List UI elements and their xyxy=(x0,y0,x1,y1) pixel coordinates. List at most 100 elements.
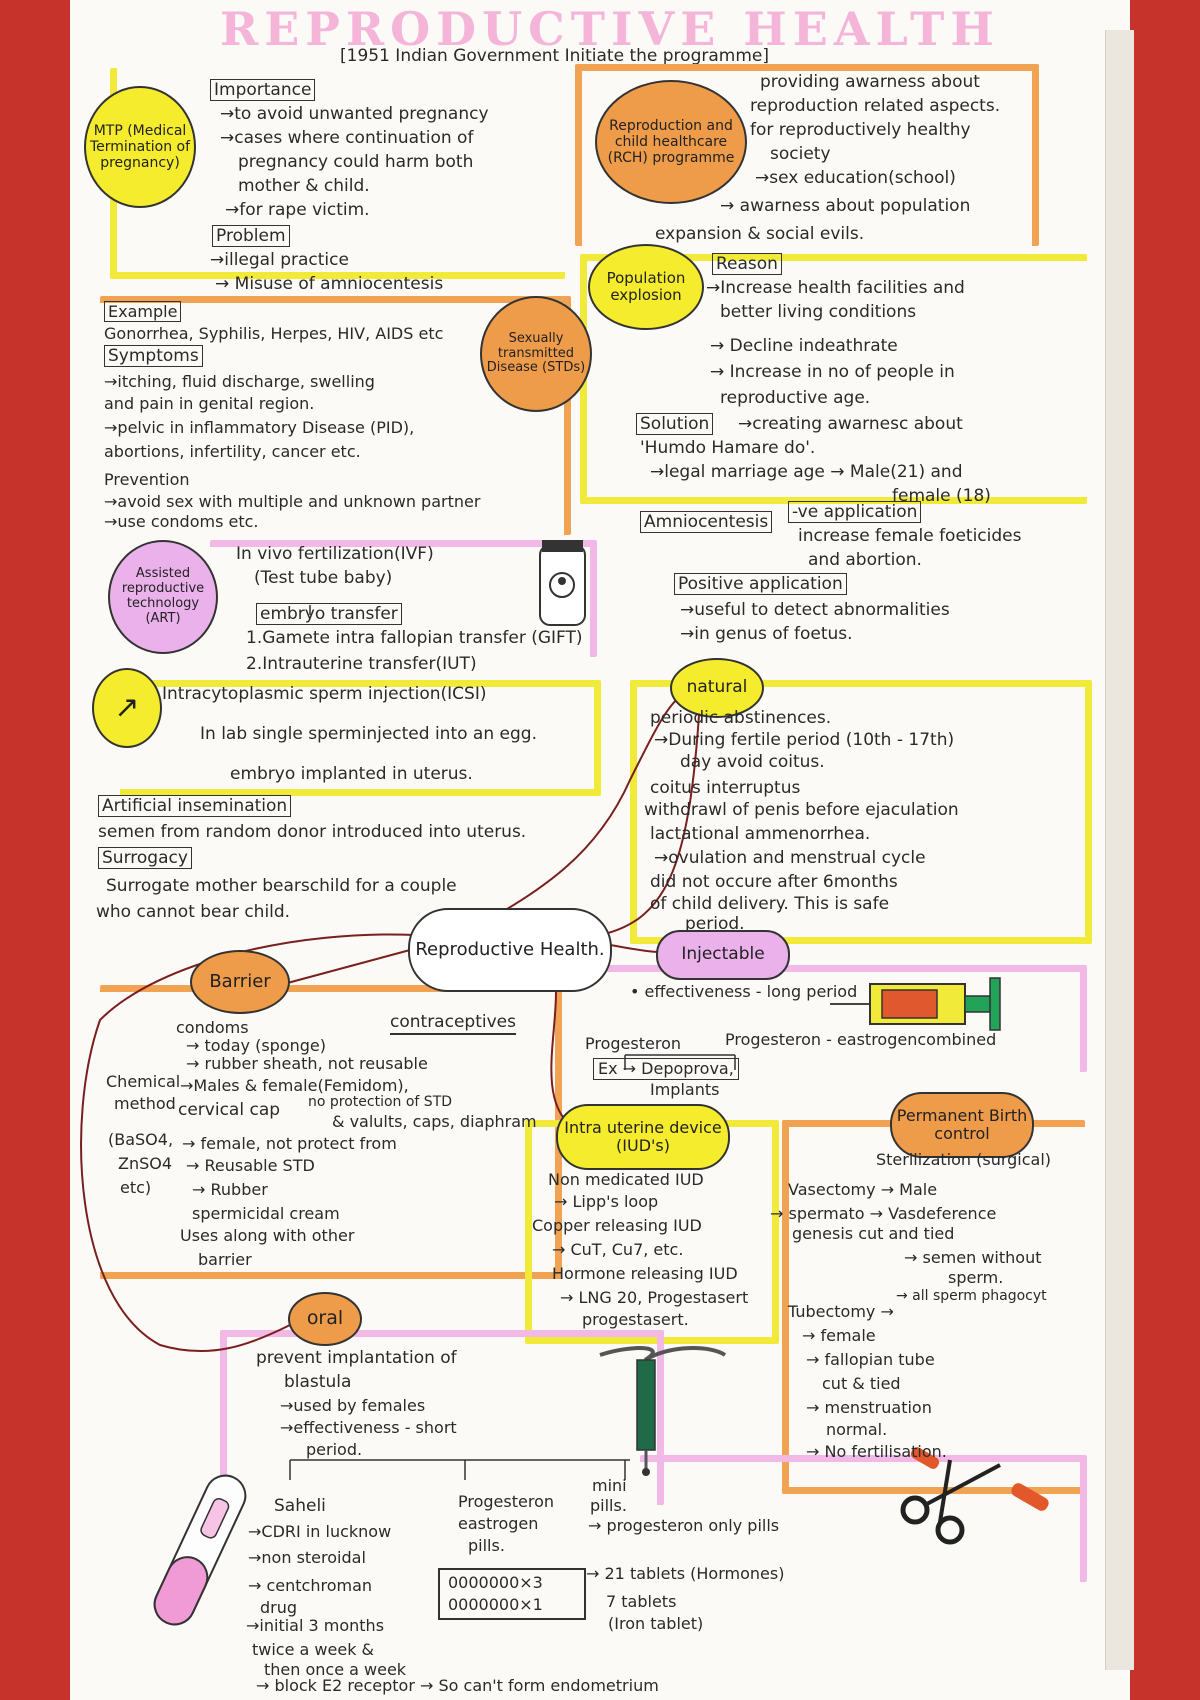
icsi-box xyxy=(120,680,601,796)
population-reason-line: →Increase health facilities and xyxy=(706,278,965,298)
injectable-example: Ex → Depoprova, xyxy=(593,1058,739,1080)
contraceptives-label: contraceptives xyxy=(390,1012,516,1035)
barrier-line: condoms xyxy=(176,1018,249,1037)
chemical-method-line: (BaSO4, xyxy=(108,1130,174,1149)
barrier-line: → today (sponge) xyxy=(186,1036,326,1055)
mtp-importance-line: mother & child. xyxy=(238,176,370,196)
pill-7-tablets: 7 tablets xyxy=(606,1592,677,1611)
art-box xyxy=(210,540,597,657)
permanent-line: sperm. xyxy=(948,1268,1004,1287)
mtp-importance-line: pregnancy could harm both xyxy=(238,152,474,172)
injectable-implants: Implants xyxy=(650,1080,720,1099)
std-box xyxy=(100,296,571,535)
injectable-box xyxy=(570,965,1087,1072)
rch-box xyxy=(575,64,1039,246)
iud-line: Copper releasing IUD xyxy=(532,1216,702,1235)
rch-line: expansion & social evils. xyxy=(655,224,865,244)
chemical-method-line: etc) xyxy=(120,1178,152,1197)
saheli-line: twice a week & xyxy=(252,1640,375,1659)
artificial-insemination-heading: Artificial insemination xyxy=(98,795,292,817)
permanent-line: → menstruation xyxy=(806,1398,932,1417)
oral-line: prevent implantation of xyxy=(256,1348,457,1368)
artificial-insemination-text: semen from random donor introduced into … xyxy=(98,822,527,842)
mini-pill-line: mini xyxy=(592,1476,627,1495)
rch-line: for reproductively healthy xyxy=(750,120,971,140)
art-gift: 1.Gamete intra fallopian transfer (GIFT) xyxy=(246,628,583,648)
pe-pill-line: pills. xyxy=(468,1536,505,1555)
oral-line: period. xyxy=(306,1440,363,1459)
mini-pill-line: pills. xyxy=(590,1496,627,1515)
iud-line: Hormone releasing IUD xyxy=(552,1264,738,1283)
permanent-line: Sterilization (surgical) xyxy=(876,1150,1052,1169)
permanent-line: Vasectomy → Male xyxy=(788,1180,938,1199)
natural-line: coitus interruptus xyxy=(650,778,801,798)
barrier-line: → Rubber xyxy=(192,1180,268,1199)
barrier-line: spermicidal cream xyxy=(192,1204,340,1223)
barrier-line: → rubber sheath, not reusable xyxy=(186,1054,428,1073)
saheli-line: drug xyxy=(260,1598,298,1617)
importance-heading: Importance xyxy=(210,79,316,101)
saheli-line: then once a week xyxy=(264,1660,407,1679)
pe-pill-line: eastrogen xyxy=(458,1514,539,1533)
population-bubble: Population explosion xyxy=(588,244,704,330)
iud-line: → CuT, Cu7, etc. xyxy=(552,1240,684,1259)
rch-line: reproduction related aspects. xyxy=(750,96,1001,116)
amnio-negative-line: and abortion. xyxy=(808,550,922,570)
iud-drawing xyxy=(599,1346,727,1476)
natural-line: →ovulation and menstrual cycle xyxy=(654,848,926,868)
population-solution-line: →creating awarnesc about xyxy=(738,414,963,434)
barrier-line: & valults, caps, diaphram xyxy=(332,1112,537,1131)
chemical-method-line: Chemical xyxy=(106,1072,181,1091)
page-subtitle: [1951 Indian Government Initiate the pro… xyxy=(340,46,769,66)
art-bubble: Assisted reproductive technology (ART) xyxy=(108,540,218,654)
surrogacy-heading: Surrogacy xyxy=(98,847,192,869)
art-test-tube-baby: (Test tube baby) xyxy=(254,568,393,588)
saheli-line: Saheli xyxy=(274,1496,326,1516)
oral-bubble: oral xyxy=(288,1292,362,1346)
natural-line: withdrawl of penis before ejaculation xyxy=(644,800,959,820)
sperm-icon: ↗ xyxy=(92,668,162,748)
permanent-line: → spermato → Vasdeference xyxy=(770,1204,997,1223)
reproductive-health-center: Reproductive Health. xyxy=(408,908,612,992)
iud-line: → Lipp's loop xyxy=(554,1192,659,1211)
saheli-line: →CDRI in lucknow xyxy=(248,1522,392,1541)
natural-line: of child delivery. This is safe xyxy=(650,894,890,914)
embryo-transfer-heading: embryo transfer xyxy=(256,603,402,625)
icsi-heading: Intracytoplasmic sperm injection(ICSI) xyxy=(162,684,487,704)
oral-line: blastula xyxy=(284,1372,352,1392)
permanent-line: cut & tied xyxy=(822,1374,901,1393)
std-example: Gonorrhea, Syphilis, Herpes, HIV, AIDS e… xyxy=(104,324,444,343)
permanent-bubble: Permanent Birth control xyxy=(890,1092,1034,1158)
icsi-line: embryo implanted in uterus. xyxy=(230,764,473,784)
chemical-method-line: ZnSO4 xyxy=(118,1154,173,1173)
std-symptom-line: abortions, infertility, cancer etc. xyxy=(104,442,361,461)
amnio-positive-line: →in genus of foetus. xyxy=(680,624,853,644)
natural-line: day avoid coitus. xyxy=(680,752,825,772)
natural-box xyxy=(630,680,1092,944)
natural-bubble: natural xyxy=(670,658,764,718)
barrier-line: → female, not protect from xyxy=(182,1134,397,1153)
iud-line: Non medicated IUD xyxy=(548,1170,704,1189)
negative-application-heading: -ve application xyxy=(788,501,922,523)
mtp-importance-line: →cases where continuation of xyxy=(220,128,474,148)
mtp-importance-line: →for rape victim. xyxy=(225,200,370,220)
population-solution-line: →legal marriage age → Male(21) and xyxy=(650,462,963,482)
saheli-line: →initial 3 months xyxy=(246,1616,385,1635)
iud-line: → LNG 20, Progestasert xyxy=(560,1288,749,1307)
syringe-drawing xyxy=(830,977,1001,1031)
surrogacy-line: Surrogate mother bearschild for a couple xyxy=(106,876,457,896)
permanent-line: → all sperm phagocyt xyxy=(896,1288,1047,1304)
barrier-line: cervical cap xyxy=(178,1100,281,1120)
oral-box-right xyxy=(640,1455,1087,1582)
page-title: REPRODUCTIVE HEALTH xyxy=(220,2,1000,56)
std-bubble: Sexually transmitted Disease (STDs) xyxy=(480,296,592,412)
reason-heading: Reason xyxy=(712,253,782,275)
mind-map-connectors xyxy=(80,540,1049,1626)
oral-box xyxy=(220,1330,664,1505)
pill-7-tablets: (Iron tablet) xyxy=(608,1614,704,1633)
chemical-method-line: method xyxy=(114,1094,176,1113)
natural-line: did not occure after 6months xyxy=(650,872,898,892)
permanent-line: → fallopian tube xyxy=(806,1350,935,1369)
mini-pill-line: → progesteron only pills xyxy=(588,1516,780,1535)
permanent-line: normal. xyxy=(826,1420,888,1439)
